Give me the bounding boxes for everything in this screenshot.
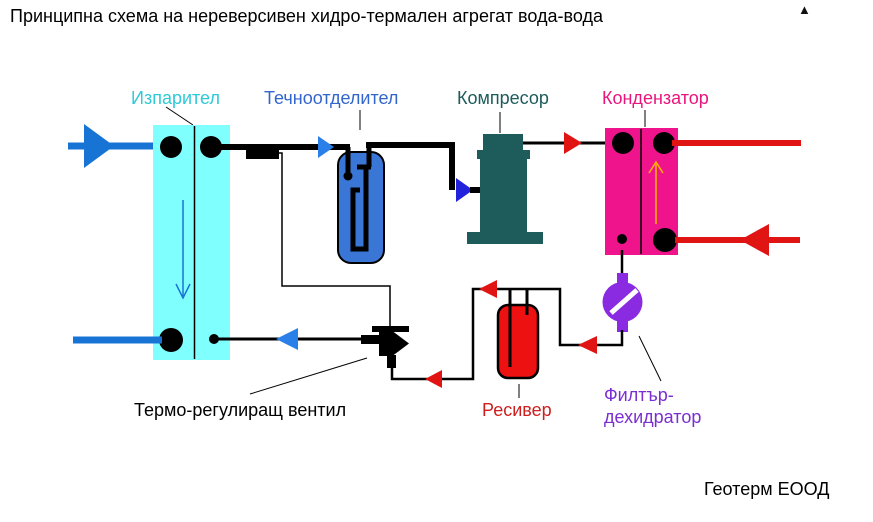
valve-inlet-nub bbox=[361, 335, 381, 344]
valve-outlet-arrowhead-icon bbox=[276, 328, 298, 350]
compressor-base bbox=[467, 232, 543, 244]
liquid-arrowhead-2-icon bbox=[479, 280, 497, 298]
compressor-body bbox=[480, 159, 527, 233]
condenser-port-top-right bbox=[653, 132, 675, 154]
filter-label: Филтър- дехидратор bbox=[604, 384, 701, 428]
evaporator-port-bottom-right bbox=[209, 334, 219, 344]
valve-body-tail bbox=[379, 332, 393, 356]
suction-line-to-separator bbox=[211, 136, 351, 176]
discharge-line bbox=[523, 132, 610, 154]
thermo-valve-block bbox=[218, 152, 409, 368]
thermo-valve-label: Термо-регулиращ вентил bbox=[134, 400, 347, 420]
filter-label-line1: Филтър- bbox=[604, 385, 674, 405]
separator-u-tube bbox=[350, 167, 369, 252]
hot-water-in-arrowhead-icon bbox=[740, 224, 769, 256]
liquid-return-path bbox=[390, 280, 624, 388]
evaporator-pointer-line bbox=[165, 106, 194, 126]
evaporator-block bbox=[153, 125, 230, 360]
receiver-label: Ресивер bbox=[482, 400, 552, 420]
condenser-port-bottom-left bbox=[617, 234, 627, 244]
separator-inlet-tip bbox=[343, 171, 353, 181]
filter-top-stub bbox=[617, 273, 628, 287]
label-pointer-lines bbox=[165, 106, 662, 398]
compressor-label: Компресор bbox=[457, 88, 549, 108]
condenser-flow-arrowhead-icon bbox=[648, 160, 664, 174]
valve-capillary-line bbox=[277, 152, 391, 326]
condenser-port-top-left bbox=[612, 132, 634, 154]
hot-water-in-arrow bbox=[675, 224, 800, 256]
valve-pointer-line bbox=[249, 357, 368, 395]
valve-body-head bbox=[391, 330, 409, 357]
receiver-vessel bbox=[496, 303, 540, 380]
filter-label-line2: дехидратор bbox=[604, 407, 702, 427]
valve-stem bbox=[387, 355, 396, 368]
separator-label: Течноотделител bbox=[264, 88, 399, 108]
evaporator-label: Изпарител bbox=[131, 88, 220, 108]
condenser-block bbox=[605, 128, 678, 255]
evaporator-body bbox=[153, 125, 230, 360]
suction-pipe-2 bbox=[366, 142, 455, 190]
filter-dehydrator-block bbox=[602, 273, 643, 332]
liquid-separator-block bbox=[337, 143, 385, 264]
suction-arrowhead-icon bbox=[456, 178, 473, 202]
collapse-up-icon[interactable]: ▲ bbox=[798, 2, 811, 17]
filter-bottom-stub bbox=[617, 318, 628, 332]
compressor-block bbox=[467, 134, 543, 244]
discharge-arrowhead-icon bbox=[564, 132, 582, 154]
water-inlet-arrowhead-icon bbox=[84, 124, 114, 168]
page-title: Принципна схема на нереверсивен хидро-те… bbox=[10, 6, 603, 26]
compressor-collar bbox=[477, 150, 530, 159]
evaporator-port-bottom-left bbox=[159, 328, 183, 352]
liquid-pipe-run bbox=[390, 287, 624, 381]
flow-arrowhead-icon bbox=[318, 136, 334, 158]
company-name: Геотерм ЕООД bbox=[704, 479, 830, 499]
water-inlet-arrow bbox=[68, 124, 160, 168]
compressor-cap bbox=[483, 134, 523, 150]
filter-pointer-line bbox=[638, 335, 662, 382]
evaporator-port-top-left bbox=[160, 136, 182, 158]
condenser-port-bottom-right bbox=[653, 228, 677, 252]
filter-stripe bbox=[609, 288, 639, 315]
receiver-block bbox=[496, 289, 540, 380]
sensor-bulb bbox=[246, 150, 279, 159]
valve-top-bar bbox=[372, 326, 409, 332]
liquid-arrowhead-3-icon bbox=[425, 370, 442, 388]
condenser-label: Кондензатор bbox=[602, 88, 709, 108]
evaporator-flow-arrowhead-icon bbox=[175, 283, 191, 300]
liquid-arrowhead-1-icon bbox=[578, 336, 597, 354]
